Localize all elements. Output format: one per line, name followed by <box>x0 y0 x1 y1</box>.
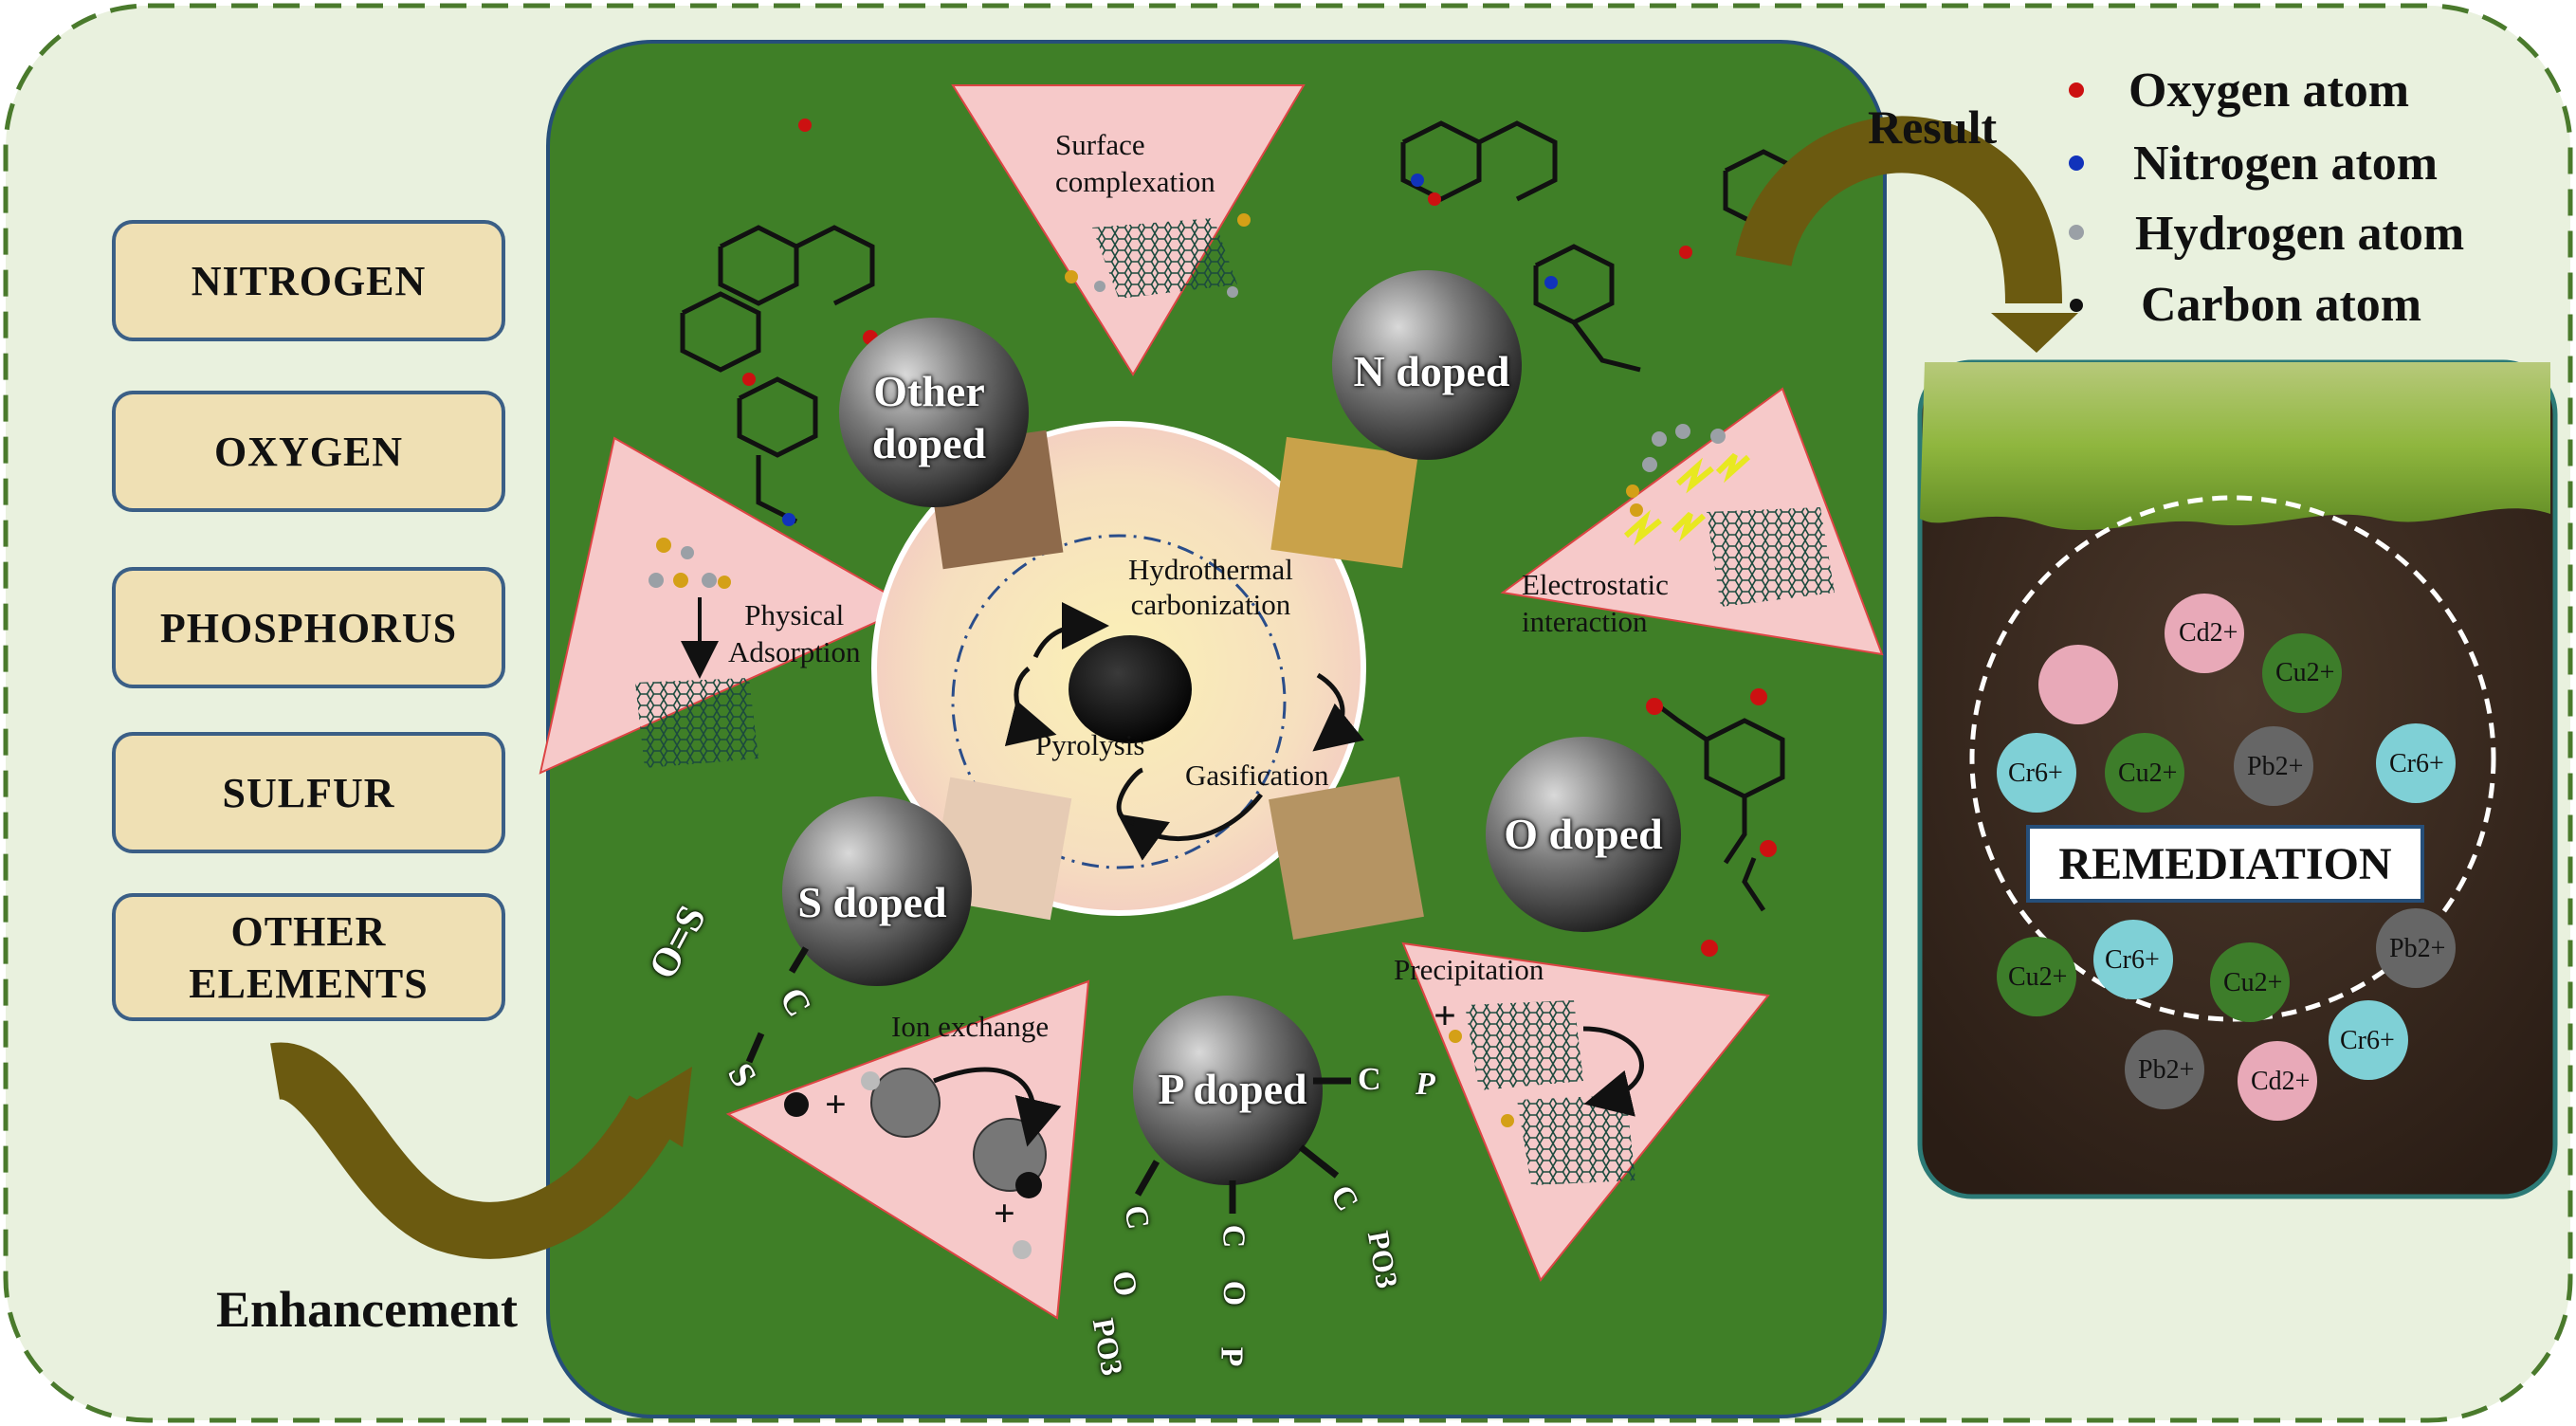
ion-label: Pb2+ <box>2389 934 2446 963</box>
graphene-sheet <box>1517 1095 1635 1185</box>
ion-label: Cr6+ <box>2105 945 2160 975</box>
group-p-o3: O <box>1216 1280 1252 1307</box>
legend-oxygen: Oxygen atom <box>2128 64 2410 118</box>
graphene-sheet <box>1465 1000 1583 1090</box>
functional-group-bonds <box>745 946 1351 1214</box>
element-box-nitrogen: NITROGEN <box>112 220 505 341</box>
ion-label: Pb2+ <box>2247 752 2304 781</box>
svg-text:+: + <box>1434 995 1456 1038</box>
ion-label: Cu2+ <box>2118 759 2178 788</box>
process-htc: Hydrothermal carbonization <box>1128 553 1293 622</box>
legend-dots <box>2069 82 2084 312</box>
ion-label: Cd2+ <box>2251 1067 2311 1096</box>
arrow-cycle <box>1004 667 1057 746</box>
graphene-sheet <box>1092 218 1237 299</box>
mech-ion-exchange: Ion exchange <box>891 1010 1050 1043</box>
mech-precipitation: Precipitation <box>1394 953 1544 986</box>
ion-label: Cu2+ <box>2008 962 2068 992</box>
group-p-p3: P <box>1214 1346 1250 1367</box>
graphene-sheet <box>1707 507 1835 607</box>
mech-electrostatic: Electrostatic interaction <box>1522 568 1669 638</box>
group-p-c1: C <box>1358 1062 1381 1097</box>
process-gasification: Gasification <box>1185 759 1329 792</box>
triangle-ion-exchange <box>725 979 1090 1320</box>
molecule-atoms <box>742 119 1777 957</box>
remediation-ring <box>1969 495 2496 1022</box>
arrow-cycle <box>1032 602 1109 659</box>
graphene-sheet <box>635 678 758 768</box>
ion-label: Pb2+ <box>2138 1055 2195 1085</box>
group-p-c3: C <box>1215 1224 1251 1249</box>
ion-label: Cr6+ <box>2389 749 2444 778</box>
element-box-other: OTHER ELEMENTS <box>112 893 505 1021</box>
process-ring <box>951 534 1287 869</box>
legend-carbon: Carbon atom <box>2141 278 2422 332</box>
enhancement-arrow <box>270 1042 680 1259</box>
surface-atoms <box>1065 213 1251 298</box>
group-p-p1: P <box>1416 1067 1435 1102</box>
mech-surface-complexation: Surface complexation <box>1055 128 1215 198</box>
arrow-cycle <box>1116 767 1144 826</box>
ion-label: Cu2+ <box>2275 658 2335 687</box>
label-p-doped: P doped <box>1158 1065 1307 1113</box>
enhancement-label: Enhancement <box>216 1281 519 1338</box>
molecule-other <box>680 225 875 524</box>
element-box-oxygen: OXYGEN <box>112 391 505 512</box>
label-o-doped: O doped <box>1504 810 1663 858</box>
mech-physical-adsorption: Physical Adsorption <box>728 598 861 668</box>
label-n-doped: N doped <box>1353 347 1510 395</box>
legend-nitrogen: Nitrogen atom <box>2133 137 2439 191</box>
element-box-sulfur: SULFUR <box>112 732 505 853</box>
process-pyrolysis: Pyrolysis <box>1035 728 1145 761</box>
arrow-cycle <box>1117 793 1263 861</box>
arrow-cycle <box>1312 672 1365 752</box>
ion-label: Cd2+ <box>2179 618 2238 648</box>
molecule-n <box>1400 120 1804 373</box>
legend-hydrogen: Hydrogen atom <box>2135 207 2465 261</box>
ion-exchange-art: + + <box>784 1067 1062 1259</box>
label-s-doped: S doped <box>797 878 947 926</box>
molecule-o <box>1657 704 1785 912</box>
result-arrow <box>1735 116 2062 304</box>
ion-label: Cr6+ <box>2008 759 2063 788</box>
ion-spheres <box>1997 594 2456 1121</box>
doped-balls <box>782 270 1681 1185</box>
result-label: Result <box>1868 101 1998 154</box>
remediation-label: REMEDIATION <box>2026 825 2424 903</box>
svg-text:+: + <box>994 1192 1015 1234</box>
electrostatic-atoms <box>1623 424 1751 546</box>
physical-atoms <box>649 538 731 679</box>
svg-text:+: + <box>825 1083 847 1125</box>
precipitation-art: + <box>1434 995 1644 1127</box>
ion-label: Cr6+ <box>2340 1026 2395 1055</box>
label-other-doped: Other doped <box>871 367 987 468</box>
biochar-particle <box>1069 635 1192 743</box>
element-box-phosphorus: PHOSPHORUS <box>112 567 505 688</box>
ion-label: Cu2+ <box>2223 968 2283 997</box>
